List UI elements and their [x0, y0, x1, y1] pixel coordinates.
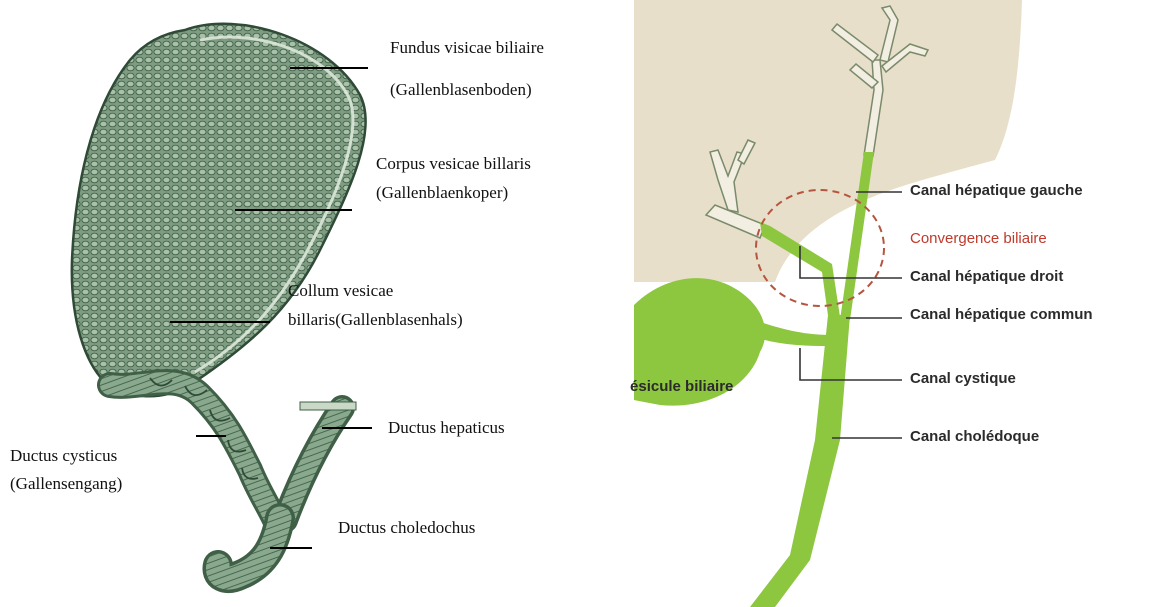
label-canal-hepatique-commun: Canal hépatique commun: [910, 306, 1093, 323]
leader-lines-right: [800, 192, 902, 438]
label-cysticus: Ductus cysticus: [10, 446, 117, 466]
label-canal-choledoque: Canal cholédoque: [910, 428, 1039, 445]
label-canal-hepatique-droit: Canal hépatique droit: [910, 268, 1063, 285]
label-canal-cystique: Canal cystique: [910, 370, 1016, 387]
label-vesicule-biliaire: Vésicule biliaire: [620, 378, 733, 395]
bile-duct-schematic-panel: Canal hépatique gauche Convergence bilia…: [610, 0, 1158, 607]
label-cysticus-de: (Gallensengang): [10, 474, 122, 494]
label-corpus-de: (Gallenblaenkoper): [376, 183, 508, 203]
label-canal-hepatique-gauche: Canal hépatique gauche: [910, 182, 1083, 199]
label-collum-de: billaris(Gallenblasenhals): [288, 310, 463, 330]
label-convergence-biliaire: Convergence biliaire: [910, 230, 1047, 247]
gallbladder-illustration-panel: Fundus visicae biliaire (Gallenblasenbod…: [0, 0, 610, 607]
bile-duct-schematic: [610, 0, 1158, 607]
label-collum: Collum vesicae: [288, 281, 393, 301]
cystic-duct-right: [758, 322, 832, 346]
label-corpus: Corpus vesicae billaris: [376, 154, 531, 174]
label-choledochus: Ductus choledochus: [338, 518, 475, 538]
label-fundus: Fundus visicae biliaire: [390, 38, 544, 58]
label-fundus-de: (Gallenblasenboden): [390, 80, 532, 100]
label-hepaticus: Ductus hepaticus: [388, 418, 505, 438]
